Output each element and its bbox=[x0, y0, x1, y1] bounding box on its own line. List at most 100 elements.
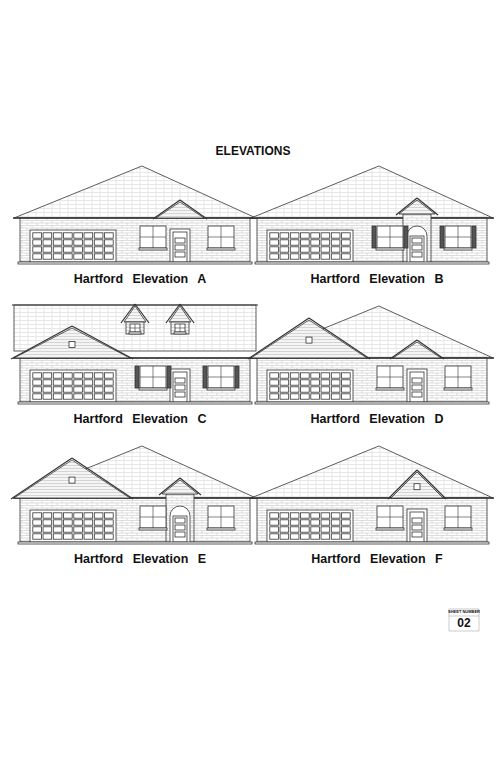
garage-panel bbox=[105, 527, 114, 532]
garage-panel bbox=[342, 254, 351, 259]
garage-panel bbox=[270, 527, 279, 532]
garage-panel bbox=[342, 240, 351, 245]
foundation bbox=[18, 402, 252, 404]
garage-panel bbox=[43, 240, 52, 245]
garage-panel bbox=[331, 520, 340, 525]
garage-panel bbox=[301, 513, 310, 518]
garage-panel bbox=[290, 233, 299, 238]
garage-panel bbox=[105, 233, 114, 238]
garage-door bbox=[267, 510, 353, 542]
garage-panel bbox=[43, 247, 52, 252]
gable-vent bbox=[69, 477, 75, 483]
dormer-wall bbox=[126, 322, 144, 334]
garage-panel bbox=[311, 373, 320, 378]
garage-panel bbox=[64, 380, 73, 385]
garage-panel bbox=[74, 247, 83, 252]
garage-panel bbox=[84, 394, 93, 399]
garage-panel bbox=[321, 233, 330, 238]
brick-wall bbox=[20, 358, 250, 402]
roof-plane bbox=[14, 460, 130, 498]
roof-plane bbox=[399, 200, 435, 214]
garage-panel bbox=[321, 380, 330, 385]
garage-panel bbox=[280, 233, 289, 238]
window bbox=[140, 366, 166, 388]
garage-panel bbox=[321, 387, 330, 392]
shutter bbox=[372, 226, 376, 248]
trim-line bbox=[417, 470, 446, 499]
shutter bbox=[235, 366, 239, 388]
garage-panel bbox=[33, 240, 42, 245]
garage-panel bbox=[331, 387, 340, 392]
garage-panel bbox=[280, 380, 289, 385]
garage-panel bbox=[53, 534, 62, 539]
garage-panel bbox=[301, 373, 310, 378]
window bbox=[175, 324, 185, 332]
garage-panel bbox=[84, 387, 93, 392]
trim-line bbox=[11, 458, 72, 499]
trim-line bbox=[390, 340, 417, 359]
trim-line bbox=[417, 340, 444, 359]
garage-panel bbox=[84, 513, 93, 518]
garage-panel bbox=[74, 380, 83, 385]
door-panel bbox=[175, 245, 185, 250]
door-panel bbox=[175, 378, 185, 383]
house-elevation bbox=[13, 166, 257, 264]
door-panel bbox=[412, 525, 422, 530]
garage-panel bbox=[290, 380, 299, 385]
house-elevation bbox=[250, 446, 494, 544]
garage-panel bbox=[311, 387, 320, 392]
elevation-caption: Hartford Elevation F bbox=[311, 553, 442, 567]
door-panel bbox=[412, 378, 422, 383]
brick-wall bbox=[20, 218, 250, 262]
arched-entry bbox=[170, 506, 190, 542]
window bbox=[140, 226, 166, 248]
garage-panel bbox=[321, 513, 330, 518]
garage-panel bbox=[64, 394, 73, 399]
garage-panel bbox=[301, 254, 310, 259]
garage-door bbox=[267, 230, 353, 262]
elevation-caption: Hartford Elevation B bbox=[311, 273, 444, 287]
trim-line bbox=[180, 200, 207, 219]
roof-plane bbox=[14, 166, 256, 218]
trim-line bbox=[130, 328, 140, 329]
house-elevation bbox=[11, 304, 258, 404]
garage-panel bbox=[301, 380, 310, 385]
garage-panel bbox=[94, 520, 103, 525]
window-sill bbox=[174, 332, 186, 334]
window bbox=[208, 366, 234, 388]
elevation-caption: Hartford Elevation D bbox=[311, 413, 444, 427]
garage-panel bbox=[94, 254, 103, 259]
garage-panel bbox=[342, 387, 351, 392]
garage-panel bbox=[43, 233, 52, 238]
window-sill bbox=[207, 528, 235, 530]
garage-panel bbox=[105, 247, 114, 252]
door-panel bbox=[412, 392, 422, 397]
garage-panel bbox=[33, 520, 42, 525]
roof-plane bbox=[393, 342, 441, 358]
window-sill bbox=[376, 528, 404, 530]
door-frame bbox=[170, 369, 190, 402]
garage-panel bbox=[64, 373, 73, 378]
door-frame bbox=[407, 369, 427, 402]
dormer-wall bbox=[171, 322, 189, 334]
garage-panel bbox=[64, 233, 73, 238]
gable-vent bbox=[306, 337, 312, 343]
window-sill bbox=[444, 248, 472, 250]
house-elevation bbox=[11, 446, 257, 544]
brick-wall bbox=[20, 498, 250, 542]
trim-line bbox=[377, 517, 403, 518]
gable-vent bbox=[69, 342, 75, 348]
foundation bbox=[18, 262, 252, 264]
garage-panel bbox=[290, 520, 299, 525]
garage-panel bbox=[311, 380, 320, 385]
garage-panel bbox=[331, 513, 340, 518]
garage-panel bbox=[84, 247, 93, 252]
garage-panel bbox=[342, 394, 351, 399]
garage-panel bbox=[270, 247, 279, 252]
shutter bbox=[203, 366, 207, 388]
garage-panel bbox=[43, 527, 52, 532]
window bbox=[445, 226, 471, 248]
window-sill bbox=[444, 388, 472, 390]
window bbox=[377, 506, 403, 528]
trim-line bbox=[445, 517, 471, 518]
